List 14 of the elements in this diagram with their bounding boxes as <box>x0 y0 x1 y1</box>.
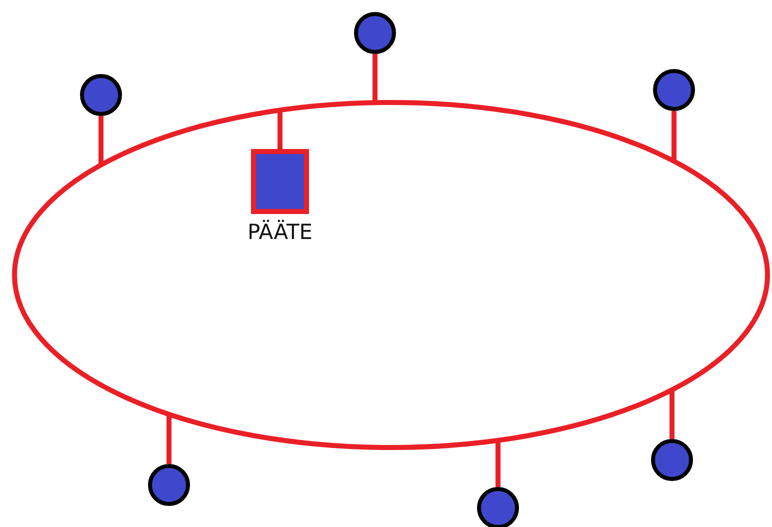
connector-line <box>278 110 282 149</box>
connector-line <box>166 414 172 464</box>
node-circle <box>651 439 693 481</box>
node-circle <box>148 464 190 506</box>
node-circle <box>80 74 122 116</box>
node-circle <box>354 12 396 54</box>
connector-line <box>372 54 378 103</box>
connector-line <box>672 111 676 162</box>
connector-line <box>670 390 674 439</box>
terminal-label: PÄÄTE <box>246 220 314 244</box>
connector-line <box>496 440 500 487</box>
node-circle <box>477 487 519 527</box>
connector-line <box>98 116 104 165</box>
node-circle <box>653 69 695 111</box>
